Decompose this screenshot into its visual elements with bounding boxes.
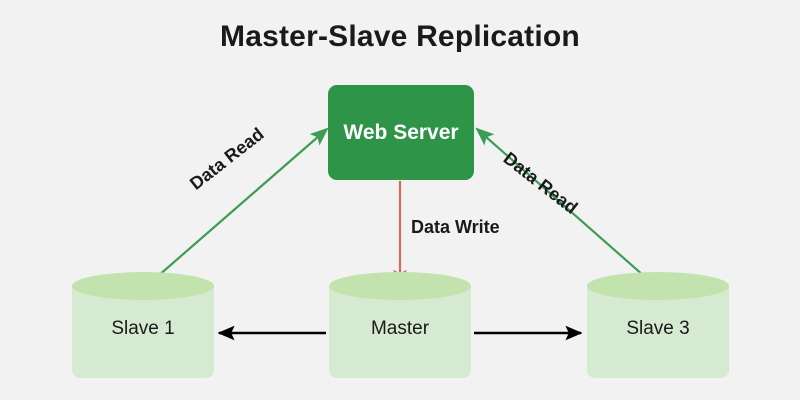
- node-web-server-label: Web Server: [343, 120, 459, 144]
- cylinder-top-ellipse: [72, 272, 214, 300]
- node-web-server[interactable]: Web Server: [328, 85, 474, 180]
- edge-data-read-left: [149, 127, 329, 284]
- cylinder-top-ellipse: [587, 272, 729, 300]
- cylinder-top-ellipse: [329, 272, 471, 300]
- cylinder-body: [72, 285, 214, 378]
- edge-label-data-write: Data Write: [411, 217, 500, 237]
- edge-data-read-right: [475, 127, 653, 284]
- cylinder-body: [587, 285, 729, 378]
- diagram-title: Master-Slave Replication: [220, 20, 580, 53]
- node-master[interactable]: Master: [329, 272, 471, 378]
- cylinder-body: [329, 285, 471, 378]
- node-slave-1-label: Slave 1: [111, 318, 175, 339]
- node-slave-1[interactable]: Slave 1: [72, 272, 214, 378]
- node-master-label: Master: [370, 318, 430, 339]
- node-slave-3[interactable]: Slave 3: [587, 272, 729, 378]
- node-slave-3-label: Slave 3: [626, 318, 690, 339]
